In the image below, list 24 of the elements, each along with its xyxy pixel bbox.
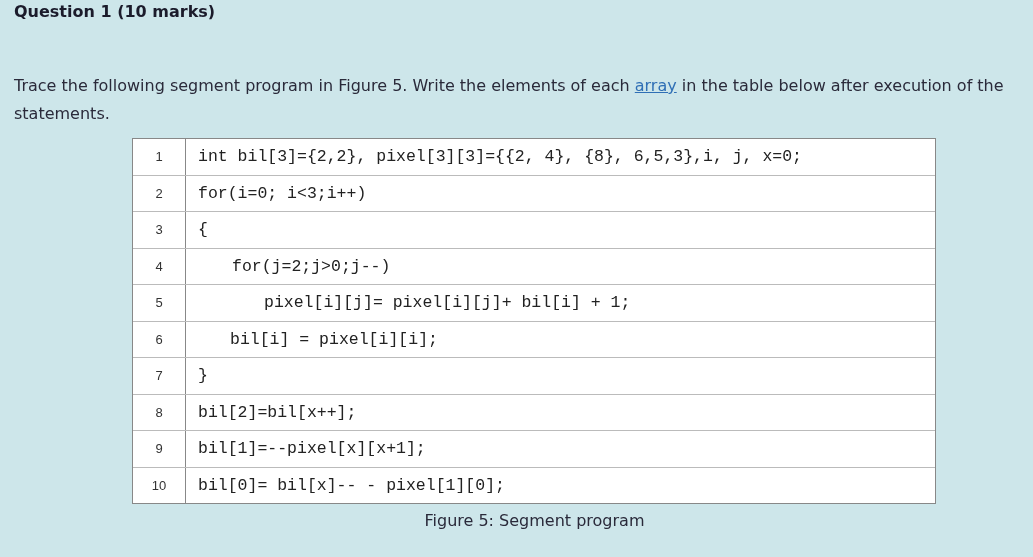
code-line: for(i=0; i<3;i++) <box>197 182 368 205</box>
line-number: 5 <box>133 285 186 321</box>
code-line: { <box>197 219 209 242</box>
code-line: bil[1]=--pixel[x][x+1]; <box>197 438 427 461</box>
figure-caption: Figure 5: Segment program <box>423 511 646 530</box>
line-number: 7 <box>133 358 186 394</box>
line-number: 3 <box>133 212 186 248</box>
code-line: pixel[i][j]= pixel[i][j]+ bil[i] + 1; <box>263 292 632 315</box>
code-line: bil[0]= bil[x]-- - pixel[1][0]; <box>197 474 506 497</box>
line-number: 9 <box>133 431 186 467</box>
line-number: 4 <box>133 248 186 284</box>
line-number: 8 <box>133 394 186 430</box>
code-line: } <box>197 365 209 388</box>
question-heading: Question 1 (10 marks) <box>14 2 216 21</box>
link: array <box>634 76 677 95</box>
line-number: 1 <box>133 139 186 175</box>
line-number: 6 <box>133 321 186 357</box>
line-number: 10 <box>133 467 186 503</box>
instruction-text: Trace the following segment program in Figure 5. Write the elements of each array in the table below after execution of the statements. <box>14 75 1005 125</box>
code-line: bil[i] = pixel[i][i]; <box>229 328 439 351</box>
code-line: bil[2]=bil[x++]; <box>197 401 358 424</box>
line-number: 2 <box>133 175 186 211</box>
code-line: for(j=2;j>0;j--) <box>231 255 392 278</box>
code-line: int bil[3]={2,2}, pixel[3][3]={{2, 4}, {8}, 6,5,3},i, j, x=0; <box>197 146 803 169</box>
